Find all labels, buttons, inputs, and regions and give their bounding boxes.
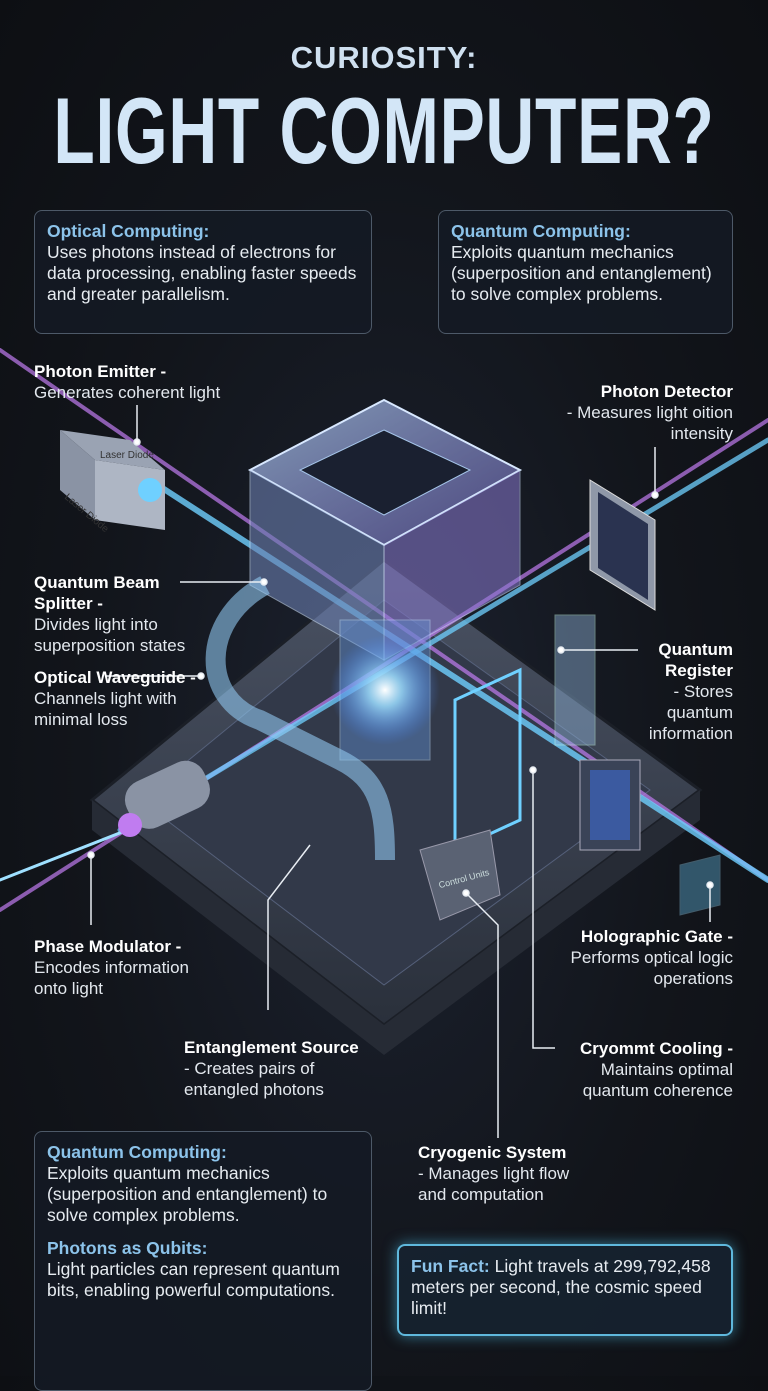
- platform-side: [92, 790, 700, 1055]
- label-photon-detector: Photon Detector - Measures light oition i…: [513, 381, 733, 444]
- box-body: Uses photons instead of electrons for da…: [47, 242, 357, 304]
- label-desc: - Manages light flow and computation: [418, 1164, 570, 1204]
- holographic-panel: [453, 667, 522, 853]
- page-title: LIGHT COMPUTER?: [53, 78, 715, 183]
- label-waveguide: Optical Waveguide - Channels light with m…: [34, 667, 209, 730]
- label-desc: Divides light into superposition states: [34, 615, 186, 655]
- label-holographic-gate: Holographic Gate - Performs optical logic…: [553, 926, 733, 989]
- laser-diode: [60, 430, 165, 530]
- qubits-info-box: Quantum Computing: Exploits quantum mech…: [34, 1131, 372, 1391]
- waveguide: [205, 576, 395, 861]
- label-title: Photon Emitter -: [34, 362, 167, 381]
- label-title: Holographic Gate -: [580, 927, 733, 946]
- label-desc: - Measures light oition intensity: [566, 403, 733, 443]
- fun-fact-heading: Fun Fact:: [411, 1256, 490, 1276]
- label-phase-modulator: Phase Modulator - Encodes information ont…: [34, 936, 224, 999]
- label-desc: Generates coherent light: [34, 383, 221, 402]
- label-desc: Performs optical logic operations: [570, 948, 733, 988]
- label-title: Entanglement Source: [184, 1038, 359, 1057]
- photon-detector: [589, 479, 656, 611]
- label-title: Cryogenic System: [418, 1143, 567, 1162]
- label-desc: Encodes information onto light: [34, 958, 189, 998]
- label-desc: - Creates pairs of entangled photons: [184, 1059, 324, 1099]
- quantum-register: [554, 614, 596, 746]
- laser-text: Laser Diode: [100, 450, 154, 461]
- light-core-glow: [330, 635, 440, 745]
- fun-fact-box: Fun Fact: Light travels at 299,792,458 m…: [397, 1244, 733, 1336]
- label-register: Quantum Register- Stores quantum informa…: [623, 639, 733, 744]
- label-title: Quantum Register: [658, 640, 733, 680]
- label-entanglement-source: Entanglement Source - Creates pairs of en…: [184, 1037, 384, 1100]
- label-desc: - Stores quantum information: [648, 682, 733, 743]
- box-heading: Quantum Computing:: [47, 1142, 227, 1162]
- label-title: Optical Waveguide -: [34, 668, 196, 687]
- box-heading: Quantum Computing:: [451, 221, 631, 241]
- label-desc: Channels light with minimal loss: [34, 689, 177, 729]
- optical-computing-box: Optical Computing: Uses photons instead …: [34, 210, 372, 334]
- modulator-lens: [118, 813, 142, 837]
- label-title: Photon Detector: [600, 382, 733, 401]
- label-photon-emitter: Photon Emitter - Generates coherent light: [34, 361, 220, 403]
- label-cryogenic-system: Cryogenic System - Manages light flow and…: [418, 1142, 598, 1205]
- quantum-computing-box: Quantum Computing: Exploits quantum mech…: [438, 210, 733, 334]
- kicker-title: CURIOSITY:: [290, 40, 478, 75]
- fun-fact-body: Light travels at 299,792,458 meters per …: [411, 1256, 711, 1318]
- box-heading: Optical Computing:: [47, 221, 210, 241]
- label-desc: Maintains optimal quantum coherence: [582, 1060, 733, 1100]
- platform-inner: [139, 599, 651, 986]
- glass-cube: [679, 854, 721, 916]
- label-title: Phase Modulator -: [34, 937, 182, 956]
- box-body: Exploits quantum mechanics (superpositio…: [451, 242, 712, 304]
- leader-lines: [87, 405, 714, 1138]
- phase-modulator: [124, 760, 210, 829]
- label-title: Cryommt Cooling -: [580, 1039, 733, 1058]
- label-title: Quantum Beam Splitter -: [34, 573, 160, 613]
- box-body: Exploits quantum mechanics (superpositio…: [47, 1163, 328, 1225]
- box-body: Light particles can represent quantum bi…: [47, 1259, 340, 1300]
- label-beam-splitter: Quantum Beam Splitter -Divides light int…: [34, 572, 214, 656]
- control-unit: Control Units: [419, 829, 501, 921]
- label-cooling: Cryommt Cooling - Maintains optimal quant…: [553, 1038, 733, 1101]
- box-heading: Photons as Qubits:: [47, 1238, 208, 1258]
